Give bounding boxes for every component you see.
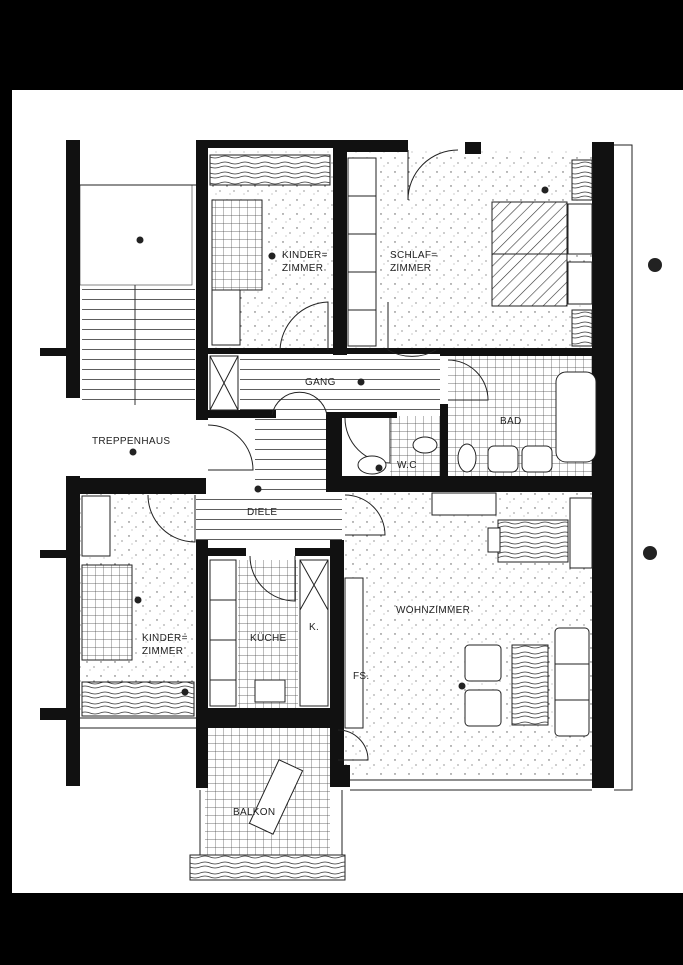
- label-k: K.: [309, 622, 319, 633]
- label-fs: FS.: [353, 671, 369, 682]
- label-wc: W.C: [397, 460, 417, 471]
- outlet-markers: [129, 186, 662, 696]
- label-kinderzimmer-bottom-1: KINDER=: [142, 633, 188, 644]
- label-gang: GANG: [305, 377, 336, 388]
- label-kinderzimmer-top-2: ZIMMER: [282, 263, 323, 274]
- label-kinderzimmer-bottom-2: ZIMMER: [142, 646, 183, 657]
- room-labels: KINDER= ZIMMER SCHLAF= ZIMMER GANG BAD W…: [92, 250, 521, 818]
- door-swings: [147, 149, 489, 761]
- label-treppenhaus: TREPPENHAUS: [92, 436, 170, 447]
- furniture: [81, 154, 597, 881]
- label-kueche: KÜCHE: [250, 632, 287, 644]
- stairs: [79, 184, 440, 541]
- label-schlafzimmer-1: SCHLAF=: [390, 250, 437, 261]
- walls: [40, 140, 614, 788]
- label-bad: BAD: [500, 416, 521, 427]
- label-kinderzimmer-top-1: KINDER=: [282, 250, 328, 261]
- label-wohnzimmer: WOHNZIMMER: [396, 605, 470, 616]
- label-diele: DIELE: [247, 507, 277, 518]
- label-balkon: BALKON: [233, 807, 275, 818]
- label-schlafzimmer-2: ZIMMER: [390, 263, 431, 274]
